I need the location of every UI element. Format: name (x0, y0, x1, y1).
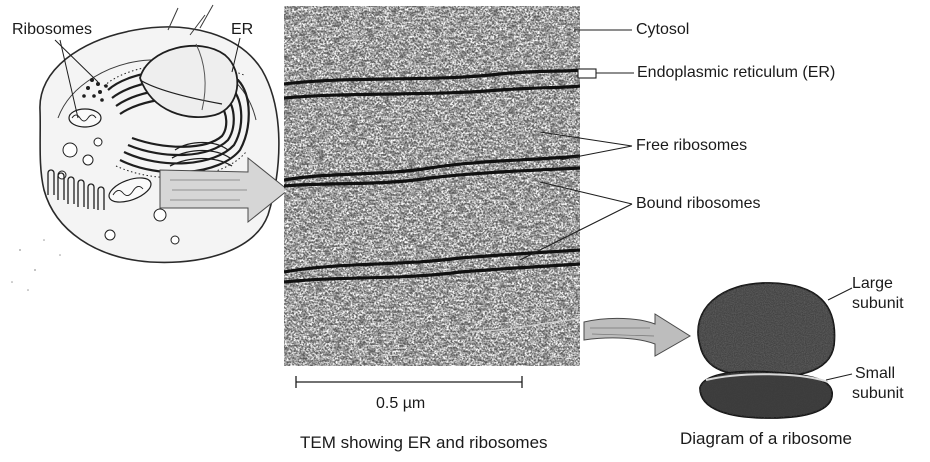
caption-diagram: Diagram of a ribosome (680, 430, 852, 447)
label-er: ER (231, 22, 253, 38)
label-free-ribosomes: Free ribosomes (636, 138, 747, 154)
label-large-subunit-1: Large (852, 276, 893, 292)
label-ribosomes: Ribosomes (12, 22, 92, 38)
label-bound-ribosomes: Bound ribosomes (636, 196, 761, 212)
label-endoplasmic-reticulum: Endoplasmic reticulum (ER) (637, 65, 835, 81)
label-small-subunit-2: subunit (852, 386, 904, 402)
caption-tem: TEM showing ER and ribosomes (300, 434, 548, 451)
label-large-subunit-2: subunit (852, 296, 904, 312)
label-small-subunit-1: Small (855, 366, 895, 382)
label-scale: 0.5 µm (376, 396, 425, 412)
label-cytosol: Cytosol (636, 22, 689, 38)
